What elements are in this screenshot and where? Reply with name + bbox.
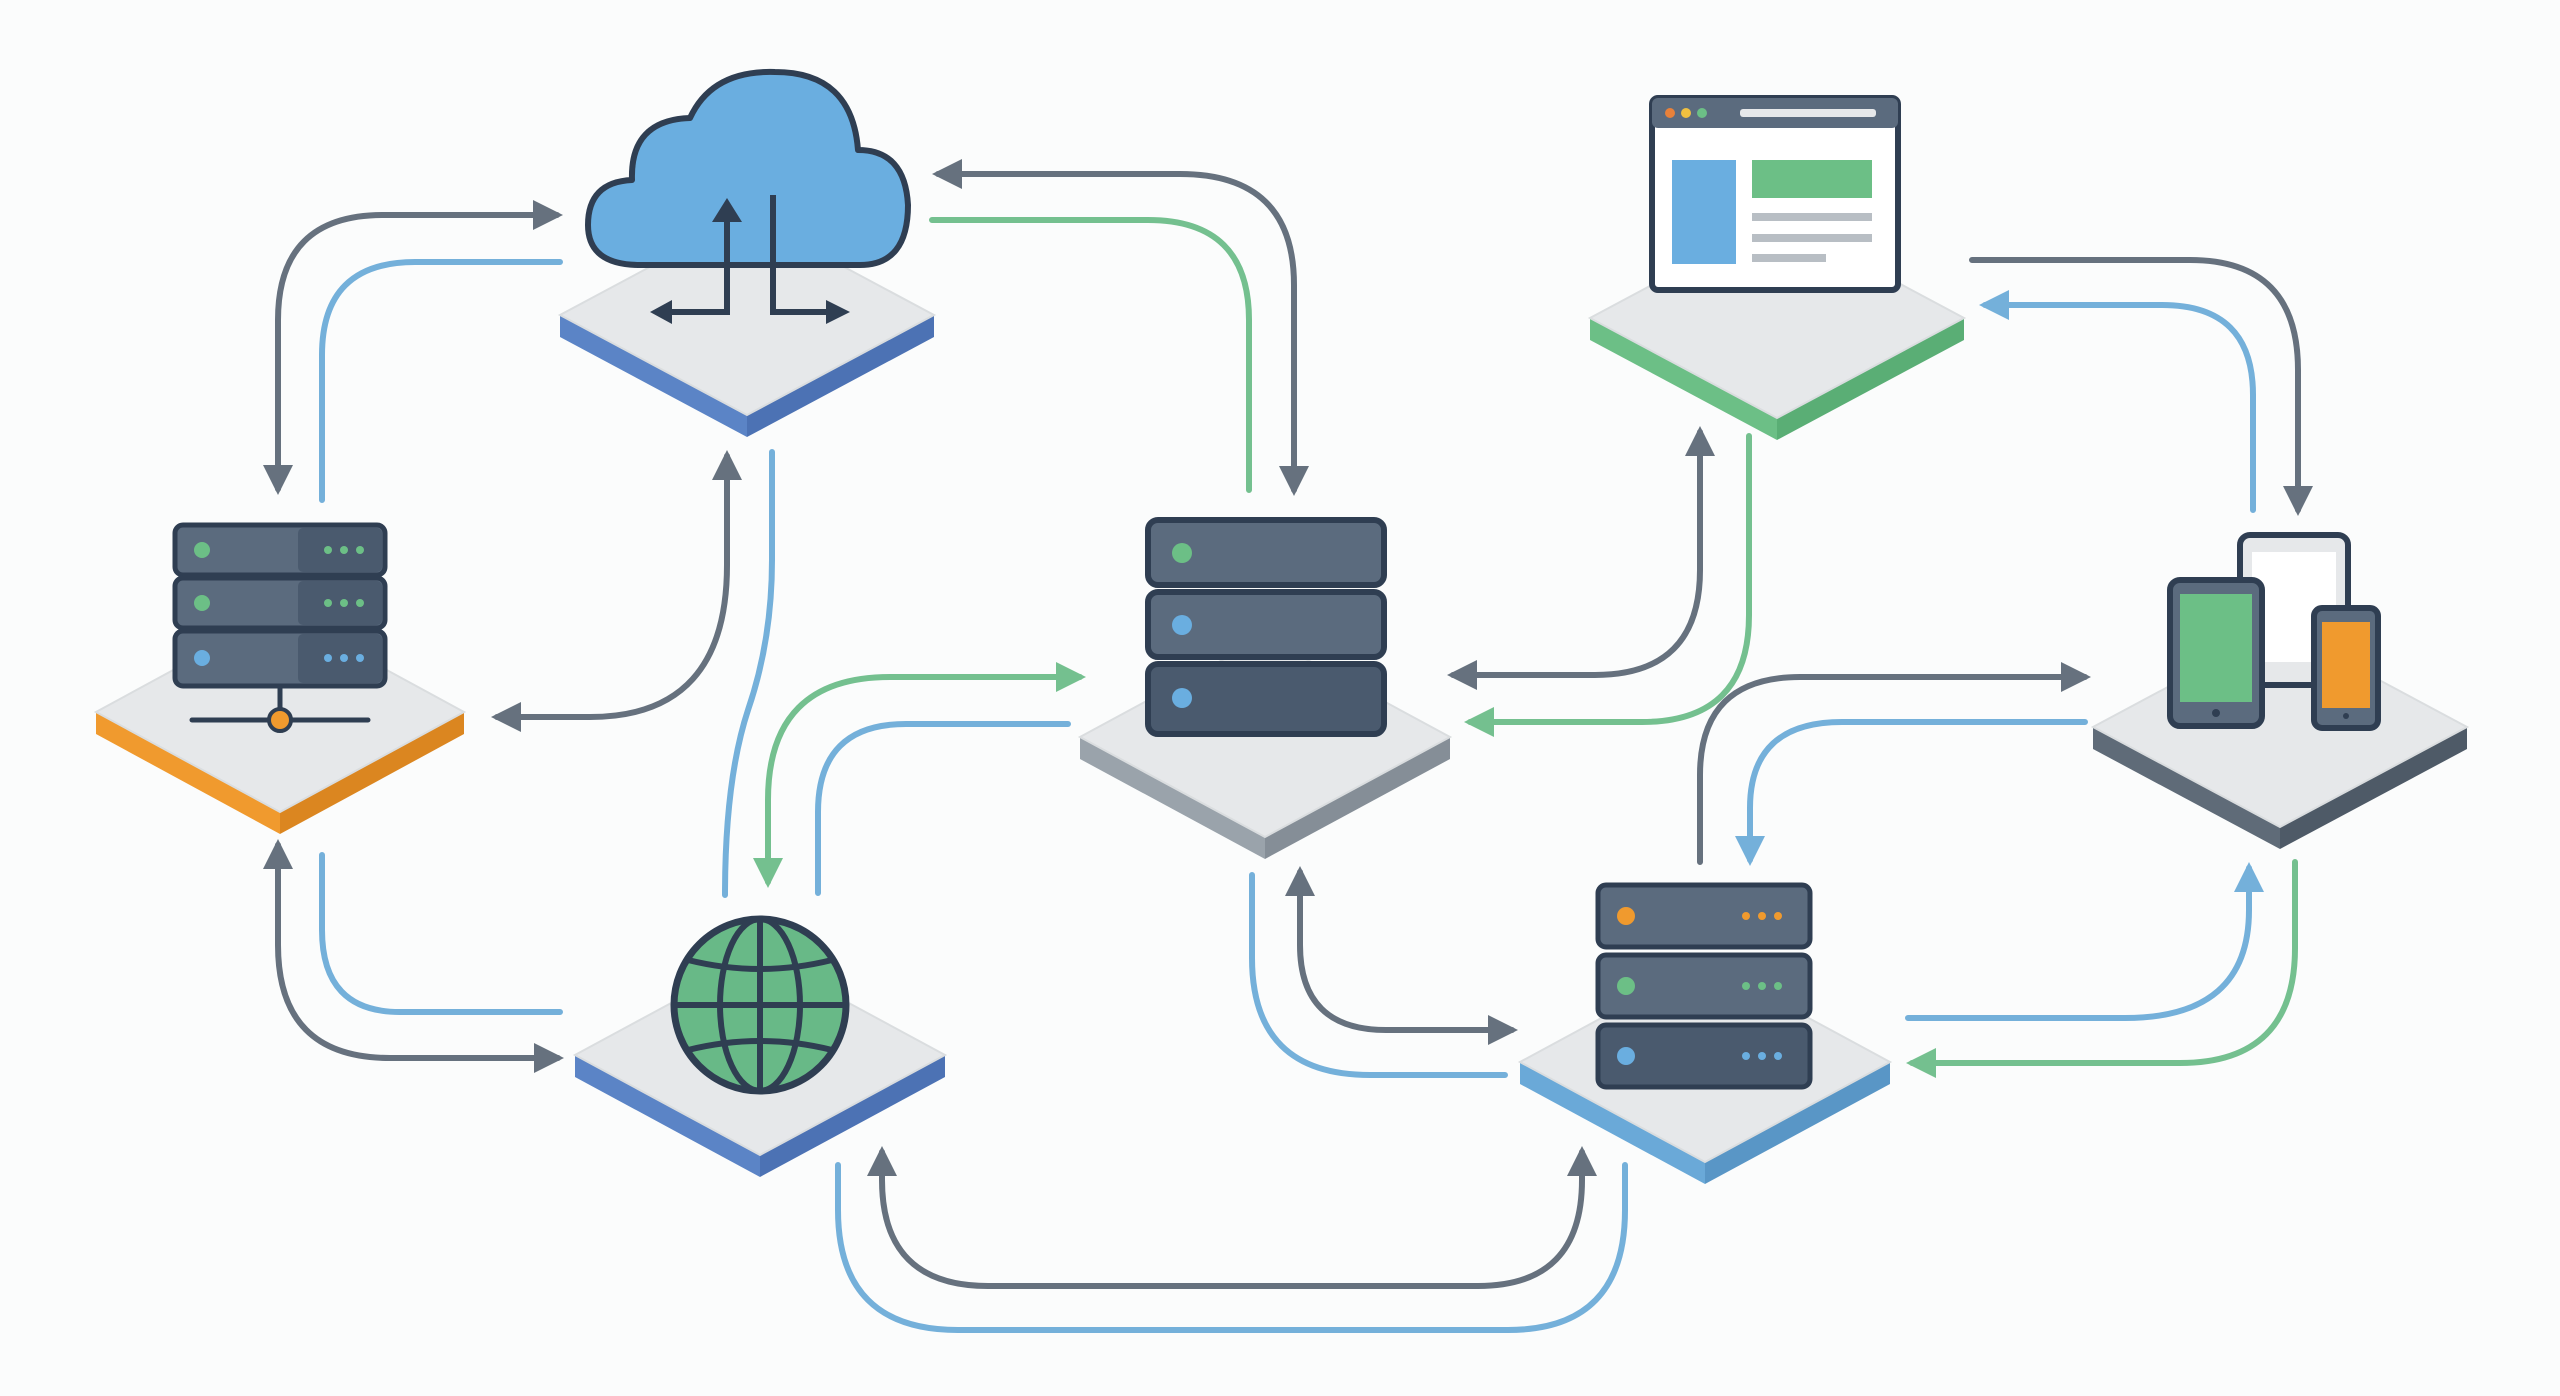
connection-devices-to-dataserver [1735, 719, 2088, 866]
connection-cloud-to-internet [722, 449, 775, 898]
devices-node[interactable] [2090, 532, 2470, 849]
connection-database-to-internet [815, 721, 1071, 896]
connection-devices-to-dataserver-2 [1906, 859, 2298, 1078]
connection-devices-to-browser [1979, 290, 2256, 513]
connection-browser-to-devices [1969, 257, 2313, 516]
connection-dataserver-to-internet [835, 1162, 1628, 1333]
connection-internet-to-local [263, 839, 564, 1073]
connection-database-to-browser [1464, 433, 1752, 737]
globe-icon [670, 915, 850, 1095]
connection-browser-to-database [1447, 426, 1715, 690]
connection-dataserver-to-database [1249, 872, 1508, 1078]
rack-server-icon [1595, 882, 1813, 1090]
connection-local-to-internet [319, 852, 563, 1015]
web-browser-node[interactable] [1587, 95, 1967, 440]
connection-cloud-to-local [319, 259, 563, 503]
internet-node[interactable] [572, 915, 948, 1177]
database-server-icon [1145, 517, 1387, 737]
multi-device-icon [2167, 532, 2381, 731]
network-server-icon [172, 522, 388, 733]
local-server-node[interactable] [93, 522, 467, 834]
cloud-upload-download-icon [585, 68, 911, 324]
connection-database-to-dataserver [1285, 866, 1518, 1045]
browser-window-icon [1649, 95, 1901, 293]
connection-local-to-cloud [263, 200, 563, 495]
connection-dataserver-to-devices-2 [1905, 862, 2264, 1021]
connection-cloud-to-database [929, 217, 1252, 493]
connection-internet-to-cloud [491, 450, 742, 732]
connection-internet-to-database [753, 662, 1086, 888]
connection-dataserver-to-devices [1697, 662, 2091, 865]
connection-lines [263, 159, 2313, 1333]
connection-internet-to-dataserver [867, 1146, 1597, 1289]
cloud-node[interactable] [557, 68, 937, 437]
central-database-node[interactable] [1077, 517, 1453, 859]
data-server-node[interactable] [1517, 882, 1893, 1184]
connection-database-to-cloud [932, 159, 1309, 496]
